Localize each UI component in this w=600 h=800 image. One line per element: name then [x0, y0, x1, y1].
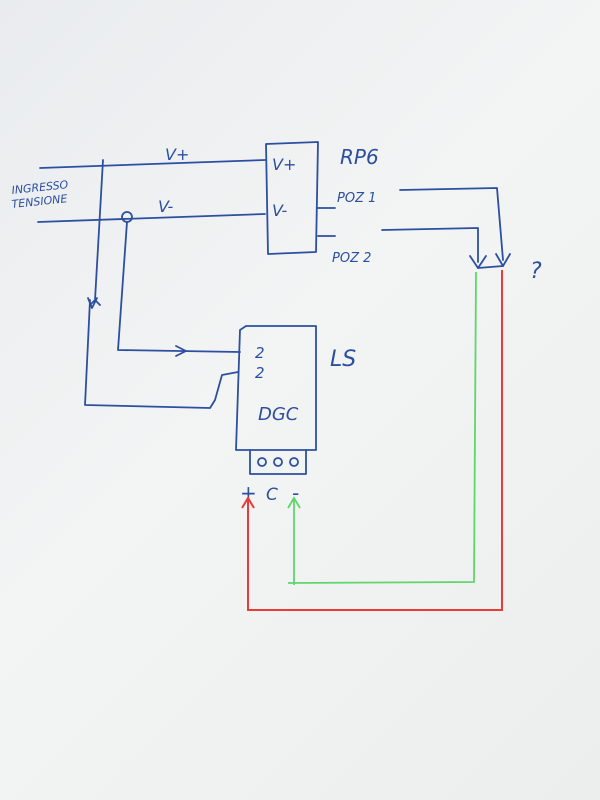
pos2-label: POZ 2	[332, 251, 371, 266]
vplus-wire-label: V+	[165, 145, 189, 164]
question-mark: ?	[530, 259, 542, 284]
terminal-screw-2	[273, 457, 283, 467]
junction-node	[121, 211, 133, 223]
green-wire	[287, 271, 477, 585]
terminal-block	[249, 449, 307, 475]
vminus-branch-wire	[117, 221, 241, 353]
rp6-vminus-label: V-	[272, 201, 288, 220]
tensione-label: TENSIONE	[11, 192, 68, 211]
vplus-branch-arrow	[87, 297, 98, 309]
output-tie-line	[477, 265, 504, 269]
ls-body-label: DGC	[258, 404, 299, 425]
rp6-vplus-label: V+	[272, 155, 296, 174]
red-wire	[247, 270, 503, 611]
ls-input2-label: 2	[255, 364, 265, 382]
vminus-wire	[37, 213, 266, 223]
vminus-wire-label: V-	[158, 197, 174, 216]
vplus-wire	[39, 159, 266, 169]
ls-box	[235, 325, 317, 451]
terminal-screw-1	[257, 457, 267, 467]
vminus-branch-arrow	[175, 345, 187, 357]
terminal-minus-label: -	[292, 481, 299, 505]
red-arrow	[241, 496, 255, 509]
pos1-long-wire	[399, 187, 504, 261]
terminal-block-outline	[249, 449, 307, 475]
pos2-long-wire	[381, 227, 479, 263]
green-arrow	[287, 496, 301, 509]
ls-name: LS	[330, 347, 356, 372]
ingresso-label: INGRESSO	[11, 178, 69, 197]
terminal-c-label: C	[266, 485, 278, 505]
rp6-name: RP6	[340, 145, 379, 169]
ls-input1-label: 2	[255, 344, 265, 362]
terminal-screw-3	[289, 457, 299, 467]
pos1-label: POZ 1	[337, 191, 376, 206]
terminal-plus-label: +	[240, 481, 257, 505]
input-voltage-label: INGRESSO TENSIONE	[11, 178, 69, 211]
rp6-box	[265, 141, 319, 255]
